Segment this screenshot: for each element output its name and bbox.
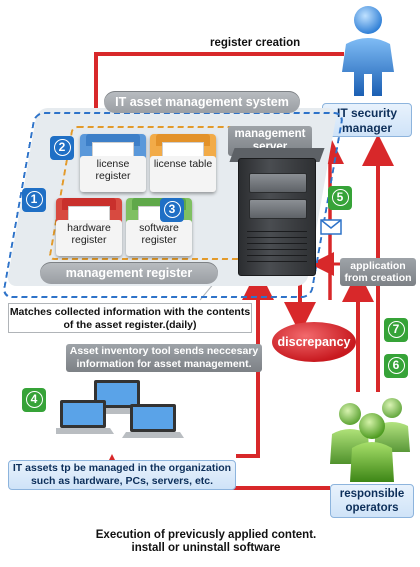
system-title: IT asset management system	[104, 91, 300, 113]
step-badge-2: 2	[50, 136, 74, 160]
assets-to-server-arrow	[236, 268, 274, 458]
bottom-note: Execution of previcusly applied content.…	[95, 529, 317, 554]
license-register-label: license register	[80, 156, 146, 192]
security-manager-icon	[342, 6, 394, 96]
security-manager-label: IT security manager	[322, 103, 412, 137]
step-badge-1: 1	[22, 188, 46, 212]
pc-group-icon	[56, 380, 184, 438]
mail-icon	[320, 219, 342, 235]
step-badge-4: 4	[22, 388, 46, 412]
license-register[interactable]: license register	[80, 134, 146, 192]
hardware-register-label: hardware register	[56, 220, 122, 256]
inventory-note: Asset inventory tool sends neccesary inf…	[66, 344, 262, 372]
hardware-register[interactable]: hardware register	[56, 198, 122, 256]
operators-icon	[330, 398, 410, 482]
step-badge-5: 5	[328, 186, 352, 210]
step-badge-3: 3	[160, 198, 184, 222]
license-table-label: license table	[150, 156, 216, 192]
matches-note: Matches collected information with the c…	[8, 303, 252, 333]
step-badge-6: 6	[384, 354, 408, 378]
responsible-operators-label: responsible operators	[330, 484, 414, 518]
software-register-label: software register	[126, 220, 192, 256]
discrepancy-badge: discrepancy	[272, 322, 356, 362]
application-label: application from creation	[340, 258, 416, 286]
management-register-label: management register	[40, 262, 218, 284]
it-assets-note: IT assets tp be managed in the organizat…	[8, 460, 236, 490]
register-creation-label: register creation	[210, 37, 301, 49]
step-badge-7: 7	[384, 318, 408, 342]
register-creation-arrow	[80, 52, 344, 150]
server-icon	[238, 158, 316, 276]
license-table[interactable]: license table	[150, 134, 216, 192]
